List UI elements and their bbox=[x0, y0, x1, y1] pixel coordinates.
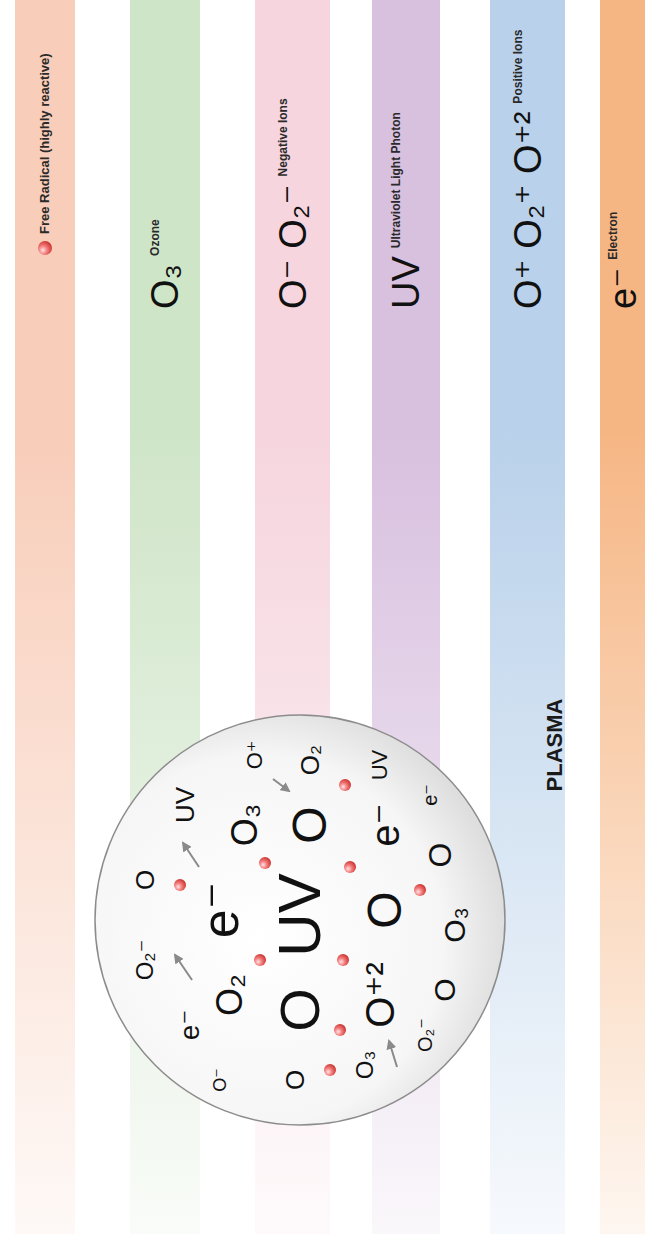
particle-symbol: O bbox=[424, 843, 456, 868]
sphere-contents bbox=[174, 779, 426, 1076]
particle-symbol: UV bbox=[270, 873, 330, 956]
particle-symbol: O₂⁻ bbox=[415, 1018, 435, 1052]
free-radical-dot bbox=[414, 884, 426, 896]
particle-symbol: O₂ bbox=[297, 745, 323, 775]
species-name: Free Radical (highly reactive) bbox=[38, 53, 52, 234]
particle-symbol: e⁻ bbox=[176, 1010, 204, 1040]
particle-symbol: UV bbox=[172, 787, 198, 823]
band-row: e⁻ Electron bbox=[600, 212, 645, 309]
species-name: Negative Ions bbox=[277, 98, 290, 176]
free-radical-dot bbox=[337, 954, 349, 966]
particle-symbol: e⁻ bbox=[420, 784, 440, 806]
particle-symbol: O bbox=[282, 1070, 308, 1090]
plasma-label: PLASMA bbox=[544, 699, 566, 792]
particle-symbol: O₃ bbox=[440, 907, 470, 943]
species-symbol: O⁺ O₂⁺ O⁺² bbox=[509, 112, 547, 309]
particle-symbol: e⁻ bbox=[194, 882, 246, 938]
species-name: Electron bbox=[607, 212, 620, 260]
species-name: Positive Ions bbox=[512, 30, 525, 104]
particle-symbol: O bbox=[430, 978, 460, 1001]
particle-symbol: O⁺ bbox=[244, 741, 266, 770]
free-radical-dot bbox=[259, 857, 271, 869]
particle-symbol: O₂⁻ bbox=[133, 940, 157, 981]
species-band: O₃ Ozone bbox=[130, 0, 200, 1234]
species-band: e⁻ Electron bbox=[600, 0, 645, 1234]
band-fill bbox=[15, 0, 75, 1234]
band-fill bbox=[600, 0, 645, 1234]
plasma-sphere bbox=[95, 715, 505, 1125]
free-radical-dot bbox=[38, 241, 52, 255]
particle-symbol: UV bbox=[369, 750, 391, 781]
species-band: Free Radical (highly reactive) bbox=[15, 0, 75, 1234]
species-band: O⁻ O₂⁻ Negative Ions bbox=[255, 0, 330, 1234]
particle-symbol: O⁻ bbox=[211, 1068, 229, 1092]
motion-arrow bbox=[389, 1041, 397, 1067]
species-symbol: O⁻ O₂⁻ bbox=[274, 184, 312, 309]
band-row: UV Ultraviolet Light Photon bbox=[372, 112, 440, 309]
band-row: O₃ Ozone bbox=[130, 219, 200, 309]
particle-symbol: e⁻ bbox=[365, 803, 405, 846]
motion-arrow bbox=[273, 779, 289, 791]
free-radical-dot bbox=[339, 779, 351, 791]
species-band: O⁺ O₂⁺ O⁺² Positive Ions bbox=[490, 0, 565, 1234]
free-radical-dot bbox=[324, 1064, 336, 1076]
plasma-sphere-node: PLASMAO₂⁻Oe⁻UVO⁻O₂e⁻O₃O⁺OOUVOO₂O₃O⁺²Oe⁻U… bbox=[95, 715, 505, 1125]
species-symbol: O₃ bbox=[146, 264, 184, 309]
particle-symbol: O bbox=[132, 870, 158, 890]
free-radical-dot bbox=[334, 1024, 346, 1036]
particle-symbol: O bbox=[272, 988, 328, 1032]
free-radical-dot bbox=[174, 879, 186, 891]
particle-symbol: O bbox=[361, 891, 409, 928]
band-row: O⁻ O₂⁻ Negative Ions bbox=[255, 98, 330, 309]
band-row: Free Radical (highly reactive) bbox=[15, 53, 75, 234]
particle-symbol: O₃ bbox=[353, 1051, 377, 1079]
species-name: Ozone bbox=[149, 219, 162, 256]
motion-arrow bbox=[175, 955, 192, 980]
particle-symbol: O₃ bbox=[227, 804, 263, 847]
free-radical-dot bbox=[344, 861, 356, 873]
particle-symbol: O bbox=[286, 806, 334, 843]
particle-symbol: O⁺² bbox=[360, 962, 400, 1028]
particle-symbol: O₂ bbox=[212, 974, 248, 1016]
species-symbol: UV bbox=[387, 256, 425, 309]
species-symbol: e⁻ bbox=[604, 268, 642, 309]
free-radical-dot bbox=[254, 954, 266, 966]
motion-arrow bbox=[183, 843, 199, 867]
band-fill bbox=[490, 0, 565, 1234]
band-row: O⁺ O₂⁺ O⁺² Positive Ions bbox=[490, 30, 565, 309]
species-name: Ultraviolet Light Photon bbox=[390, 112, 403, 248]
